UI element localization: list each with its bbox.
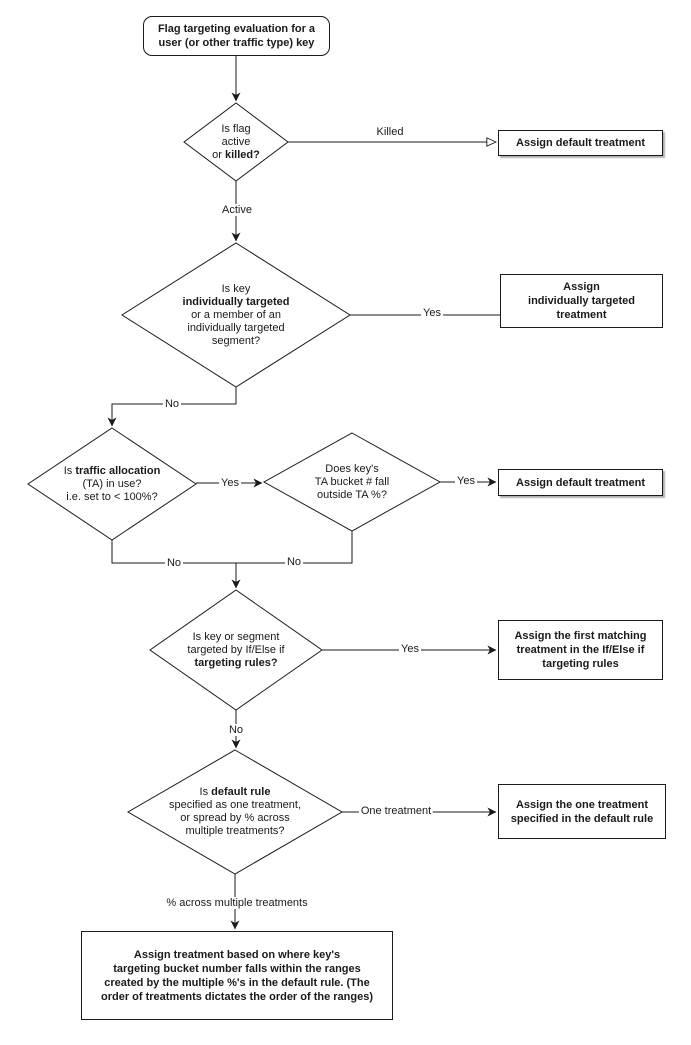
edge-label-no-ta: No [164,557,184,569]
decision-flag-active: Is flag active or killed? [212,122,260,161]
decision-ta-bucket: Does key's TA bucket # fall outside TA %… [314,462,390,501]
edge-label-active: Active [220,204,254,216]
start-node: Flag targeting evaluation for a user (or… [143,16,330,56]
edge-label-no-bucket: No [284,556,304,568]
decision-individually-targeted: Is key individually targeted or a member… [182,282,290,347]
edge-label-yes-rules: Yes [399,643,421,655]
edge-label-killed: Killed [374,126,406,138]
decision-default-rule: Is default rule specified as one treatme… [168,786,302,837]
edge-label-pct-across: % across multiple treatments [164,897,310,909]
edge-label-no-individual: No [162,398,182,410]
terminal-default-treatment-ta: Assign default treatment [498,469,663,496]
decision-targeting-rules: Is key or segment targeted by If/Else if… [187,630,285,669]
edge-label-yes-individual: Yes [421,307,443,319]
edge-label-yes-ta: Yes [219,477,241,489]
edge-label-one-treatment: One treatment [358,805,434,817]
terminal-first-matching-treatment: Assign the first matching treatment in t… [498,620,663,680]
edge-label-no-rules: No [226,724,246,736]
decision-traffic-allocation: Is traffic allocation (TA) in use? i.e. … [63,464,161,503]
terminal-default-treatment-killed: Assign default treatment [498,130,663,156]
terminal-treatment-by-ranges: Assign treatment based on where key's ta… [81,931,393,1020]
terminal-one-treatment: Assign the one treatment specified in th… [498,784,666,839]
edge-label-yes-bucket: Yes [455,475,477,487]
terminal-individually-targeted-treatment: Assign individually targeted treatment [500,274,663,328]
